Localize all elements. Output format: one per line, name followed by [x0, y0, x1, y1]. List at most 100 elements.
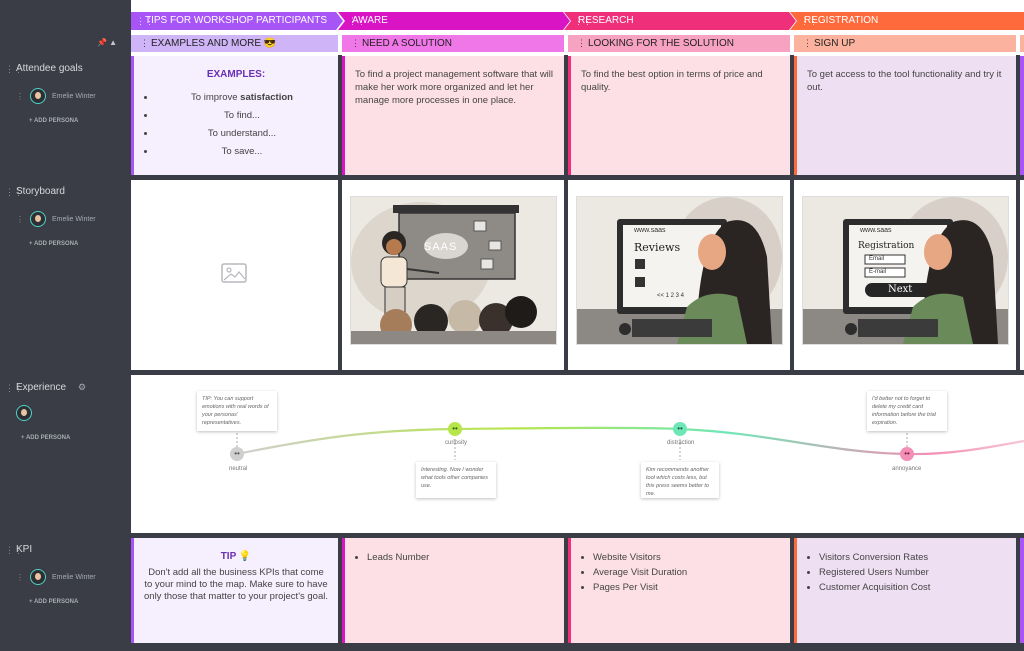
column-divider: [338, 538, 342, 644]
storyboard-registration-image[interactable]: www.saas Registration Email E-mail Next: [802, 196, 1009, 345]
storyboard-presentation-image[interactable]: SAAS: [350, 196, 557, 345]
column-divider: [1016, 538, 1020, 644]
stage-header-aware[interactable]: ⋮⋮AWARE: [338, 12, 570, 30]
stage-header-registration[interactable]: ⋮⋮REGISTRATION: [790, 12, 1024, 30]
add-persona-label: ADD PERSONA: [25, 435, 71, 441]
examples-item: To improve satisfaction: [156, 91, 328, 104]
drag-handle-icon[interactable]: ⋮⋮: [5, 545, 23, 555]
emotion-face: ••: [452, 424, 458, 433]
registration-title: Registration: [858, 241, 915, 251]
avatar: [30, 211, 46, 227]
experience-note[interactable]: Interesting. Now I wonder what tools oth…: [416, 462, 496, 498]
add-persona-label: ADD PERSONA: [33, 241, 79, 247]
add-persona-label: ADD PERSONA: [33, 118, 79, 124]
emotion-curiosity-icon[interactable]: ••: [448, 422, 462, 436]
examples-title: EXAMPLES:: [206, 69, 266, 80]
kpi-aware-card[interactable]: Leads Number: [342, 538, 564, 643]
substage-need-solution[interactable]: ⋮NEED A SOLUTION: [342, 35, 564, 52]
avatar: [30, 88, 46, 104]
kpi-list: Leads Number: [345, 551, 564, 564]
examples-bold: satisfaction: [240, 92, 293, 103]
persona-name: Emelie Winter: [52, 92, 96, 100]
examples-item: To save...: [156, 145, 328, 158]
emotion-neutral-icon[interactable]: ••: [230, 447, 244, 461]
persona-goals[interactable]: ⋮ Emelie Winter: [16, 88, 96, 104]
kpi-list: Visitors Conversion Rates Registered Use…: [797, 551, 1016, 594]
kpi-research-card[interactable]: Website Visitors Average Visit Duration …: [568, 538, 790, 643]
kpi-item: Website Visitors: [593, 551, 790, 564]
stage-header-research[interactable]: ⋮⋮RESEARCH: [564, 12, 796, 30]
reviews-title: Reviews: [634, 241, 681, 254]
experience-lane[interactable]: •• neutral •• curiosity •• distraction •…: [131, 375, 1024, 533]
drag-handle-icon[interactable]: ⋮: [16, 91, 24, 101]
drag-handle-icon[interactable]: ⋮: [16, 572, 24, 582]
stage-header-tips[interactable]: ⋮⋮TIPS FOR WORKSHOP PARTICIPANTS: [131, 12, 343, 30]
registration-url: www.saas: [860, 227, 892, 234]
registration-illustration: [803, 197, 1008, 344]
persona-storyboard[interactable]: ⋮ Emelie Winter: [16, 211, 96, 227]
emotion-face: ••: [677, 424, 683, 433]
add-persona-button[interactable]: + ADD PERSONA: [29, 241, 79, 247]
substage-looking[interactable]: ⋮LOOKING FOR THE SOLUTION: [568, 35, 790, 52]
examples-list: To improve satisfaction To find... To un…: [144, 91, 328, 158]
lane-divider: [131, 175, 1024, 180]
examples-item: To find...: [156, 109, 328, 122]
storyboard-reviews-image[interactable]: www.saas Reviews << 1 2 3 4: [576, 196, 783, 345]
goal-aware-card[interactable]: To find a project management software th…: [342, 56, 564, 175]
column-divider: [790, 55, 794, 371]
substage-label: LOOKING FOR THE SOLUTION: [588, 38, 734, 49]
lane-divider: [131, 370, 1024, 375]
kpi-item: Leads Number: [367, 551, 564, 564]
kpi-item: Visitors Conversion Rates: [819, 551, 1016, 564]
reviews-pager: << 1 2 3 4: [657, 293, 685, 299]
add-persona-label: ADD PERSONA: [33, 599, 79, 605]
emotion-annoyance-icon[interactable]: ••: [900, 447, 914, 461]
persona-kpi[interactable]: ⋮ Emelie Winter: [16, 569, 96, 585]
persona-experience[interactable]: [16, 405, 32, 421]
substage-sign-up[interactable]: ⋮SIGN UP: [794, 35, 1016, 52]
drag-handle-icon[interactable]: ⋮: [16, 214, 24, 224]
slide-text: SAAS: [424, 241, 458, 253]
add-persona-button[interactable]: + ADD PERSONA: [29, 118, 79, 124]
image-placeholder-icon[interactable]: [221, 263, 247, 283]
substage-label: SIGN UP: [814, 38, 856, 49]
add-persona-button[interactable]: + ADD PERSONA: [29, 599, 79, 605]
persona-name: Emelie Winter: [52, 573, 96, 581]
presentation-illustration: [351, 202, 556, 344]
reviews-illustration: [577, 197, 782, 344]
add-persona-button[interactable]: + ADD PERSONA: [21, 435, 71, 441]
kpi-item: Average Visit Duration: [593, 566, 790, 579]
gear-icon[interactable]: ⚙: [78, 382, 87, 392]
email-field-label-2: E-mail: [869, 269, 887, 275]
experience-note[interactable]: Kim recommends another tool which costs …: [641, 462, 719, 498]
emotion-label: distraction: [667, 440, 695, 446]
kpi-list: Website Visitors Average Visit Duration …: [571, 551, 790, 594]
column-divider: [338, 55, 342, 371]
examples-item: To understand...: [156, 127, 328, 140]
emotion-face: ••: [234, 449, 240, 458]
emotion-distraction-icon[interactable]: ••: [673, 422, 687, 436]
drag-handle-icon[interactable]: ⋮⋮: [5, 383, 23, 393]
experience-note[interactable]: TIP: You can support emotions with real …: [197, 391, 277, 431]
emotion-label: neutral: [229, 466, 248, 472]
drag-handle-icon[interactable]: ⋮⋮: [5, 64, 23, 74]
goal-overflow-card: [1020, 56, 1024, 175]
goal-registration-card[interactable]: To get access to the tool functionality …: [794, 56, 1016, 175]
storyboard-empty-cell[interactable]: [131, 180, 338, 370]
kpi-tip-card[interactable]: TIP 💡 Don't add all the business KPIs th…: [131, 538, 338, 643]
substage-overflow: [1020, 35, 1024, 52]
column-divider: [564, 538, 568, 644]
avatar: [30, 569, 46, 585]
email-field-label: Email: [869, 256, 885, 262]
emotion-label: curiosity: [445, 440, 468, 446]
stage-label: AWARE: [352, 15, 388, 26]
goal-research-card[interactable]: To find the best option in terms of pric…: [568, 56, 790, 175]
pin-collapse-icons[interactable]: 📌 ▲: [97, 38, 118, 47]
kpi-registration-card[interactable]: Visitors Conversion Rates Registered Use…: [794, 538, 1016, 643]
drag-handle-icon[interactable]: ⋮⋮: [5, 187, 23, 197]
lane-divider: [131, 643, 1024, 651]
substage-examples[interactable]: ⋮EXAMPLES AND MORE 😎: [131, 35, 338, 52]
experience-note[interactable]: I'd better not to forget to delete my cr…: [867, 391, 947, 431]
column-divider: [1016, 55, 1020, 371]
goal-examples-card[interactable]: EXAMPLES: To improve satisfaction To fin…: [131, 56, 338, 175]
